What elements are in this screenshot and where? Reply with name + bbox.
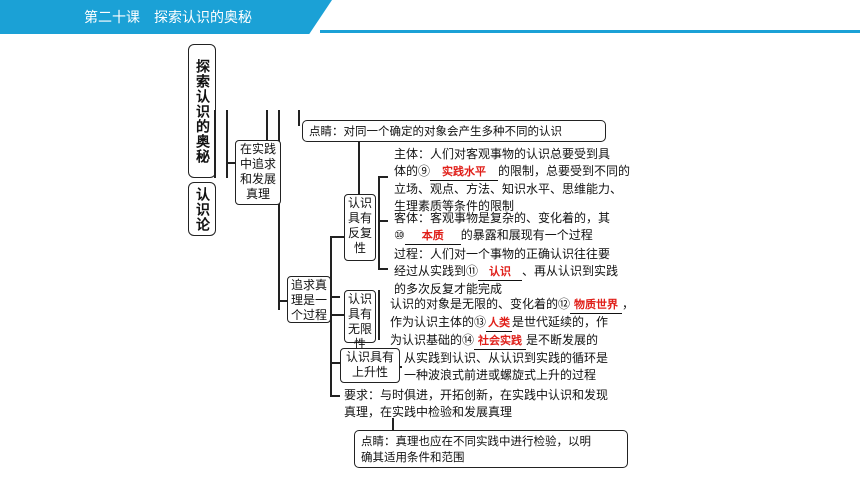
repeat-object-line1: 客体：客观事物是复杂的、变化着的，其 (394, 211, 611, 225)
node-infinite: 认识具有无限性 (344, 290, 376, 351)
header-accent (48, 0, 332, 34)
header-rule (320, 30, 860, 33)
page-title: 第二十课 探索认识的奥秘 (84, 10, 252, 26)
connector (358, 142, 360, 194)
node-rising: 认识具有上升性 (340, 348, 400, 383)
connector (330, 296, 340, 298)
connector (378, 268, 388, 270)
connector (278, 110, 280, 310)
node-process-label: 追求真理是一个过程 (290, 278, 327, 322)
note-bottom-line1: 点睛：真理也应在不同实践中进行检验，以明 (361, 434, 591, 448)
connector (278, 300, 288, 302)
connector (378, 290, 380, 340)
connector (392, 418, 394, 432)
connector (330, 362, 340, 364)
repeat-process-line1: 过程：人们对一个事物的正确认识往往要 (394, 247, 611, 261)
requirement-line2: 真理，在实践中检验和发展真理 (344, 405, 513, 419)
note-bottom: 点睛：真理也应在不同实践中进行检验，以明 确其适用条件和范围 (354, 430, 628, 468)
topic-subtitle-box: 认识论 (188, 182, 216, 236)
connector (214, 110, 216, 178)
connector (226, 110, 228, 178)
repeat-subject-line4: 生理素质等条件的限制 (394, 199, 515, 213)
requirement-text: 要求：与时俱进，开拓创新，在实践中认识和发现 真理，在实践中检验和发展真理 (344, 387, 608, 421)
answer-blank-14: 社会实践 (474, 332, 527, 350)
topic-subtitle: 认识论 (194, 186, 210, 232)
topic-title: 探索认识的奥秘 (194, 58, 210, 164)
answer-blank-12: 物质世界 (570, 296, 623, 314)
node-infinite-label: 认识具有无限性 (347, 292, 372, 351)
rising-line1: 从实践到认识、从认识到实践的循环是 (404, 351, 609, 365)
note-bottom-line2: 确其适用条件和范围 (361, 450, 465, 464)
node-practice: 在实践中追求和发展真理 (235, 140, 281, 205)
node-repeat-label: 认识具有反复性 (347, 196, 372, 255)
connector (330, 236, 344, 238)
header-bar: 第二十课 探索认识的奥秘 (0, 0, 860, 34)
requirement-line1: 要求：与时俱进，开拓创新，在实践中认识和发现 (344, 388, 609, 402)
connector (378, 176, 380, 270)
note-top: 点睛：对同一个确定的对象会产生多种不同的认识 (302, 120, 606, 142)
connector (330, 395, 340, 397)
header-accent-left (0, 0, 52, 34)
connector (398, 366, 402, 368)
node-practice-label: 在实践中追求和发展真理 (239, 142, 276, 201)
answer-blank-13: 人类 (486, 314, 513, 332)
connector (226, 162, 236, 164)
answer-blank-9: 实践水平 (430, 163, 499, 181)
answer-blank-11: 认识 (478, 263, 523, 281)
node-process: 追求真理是一个过程 (287, 276, 331, 323)
answer-blank-10: 本质 (404, 227, 461, 245)
repeat-subject-line3: 立场、观点、方法、知识水平、思维能力、 (394, 182, 623, 196)
connector (266, 110, 268, 140)
node-repeat: 认识具有反复性 (344, 194, 376, 261)
repeat-process-line3: 的多次反复才能完成 (394, 282, 503, 296)
repeat-subject-line1: 主体：人们对客观事物的认识总要受到具 (394, 147, 611, 161)
connector (378, 220, 388, 222)
connector (330, 314, 344, 316)
note-top-text: 点睛：对同一个确定的对象会产生多种不同的认识 (309, 124, 562, 138)
topic-title-box: 探索认识的奥秘 (188, 44, 216, 178)
node-rising-label: 认识具有上升性 (345, 350, 394, 379)
connector (298, 110, 300, 126)
rising-text: 从实践到认识、从认识到实践的循环是 一种波浪式前进或螺旋式上升的过程 (404, 350, 608, 384)
rising-line2: 一种波浪式前进或螺旋式上升的过程 (404, 368, 597, 382)
connector (378, 176, 388, 178)
